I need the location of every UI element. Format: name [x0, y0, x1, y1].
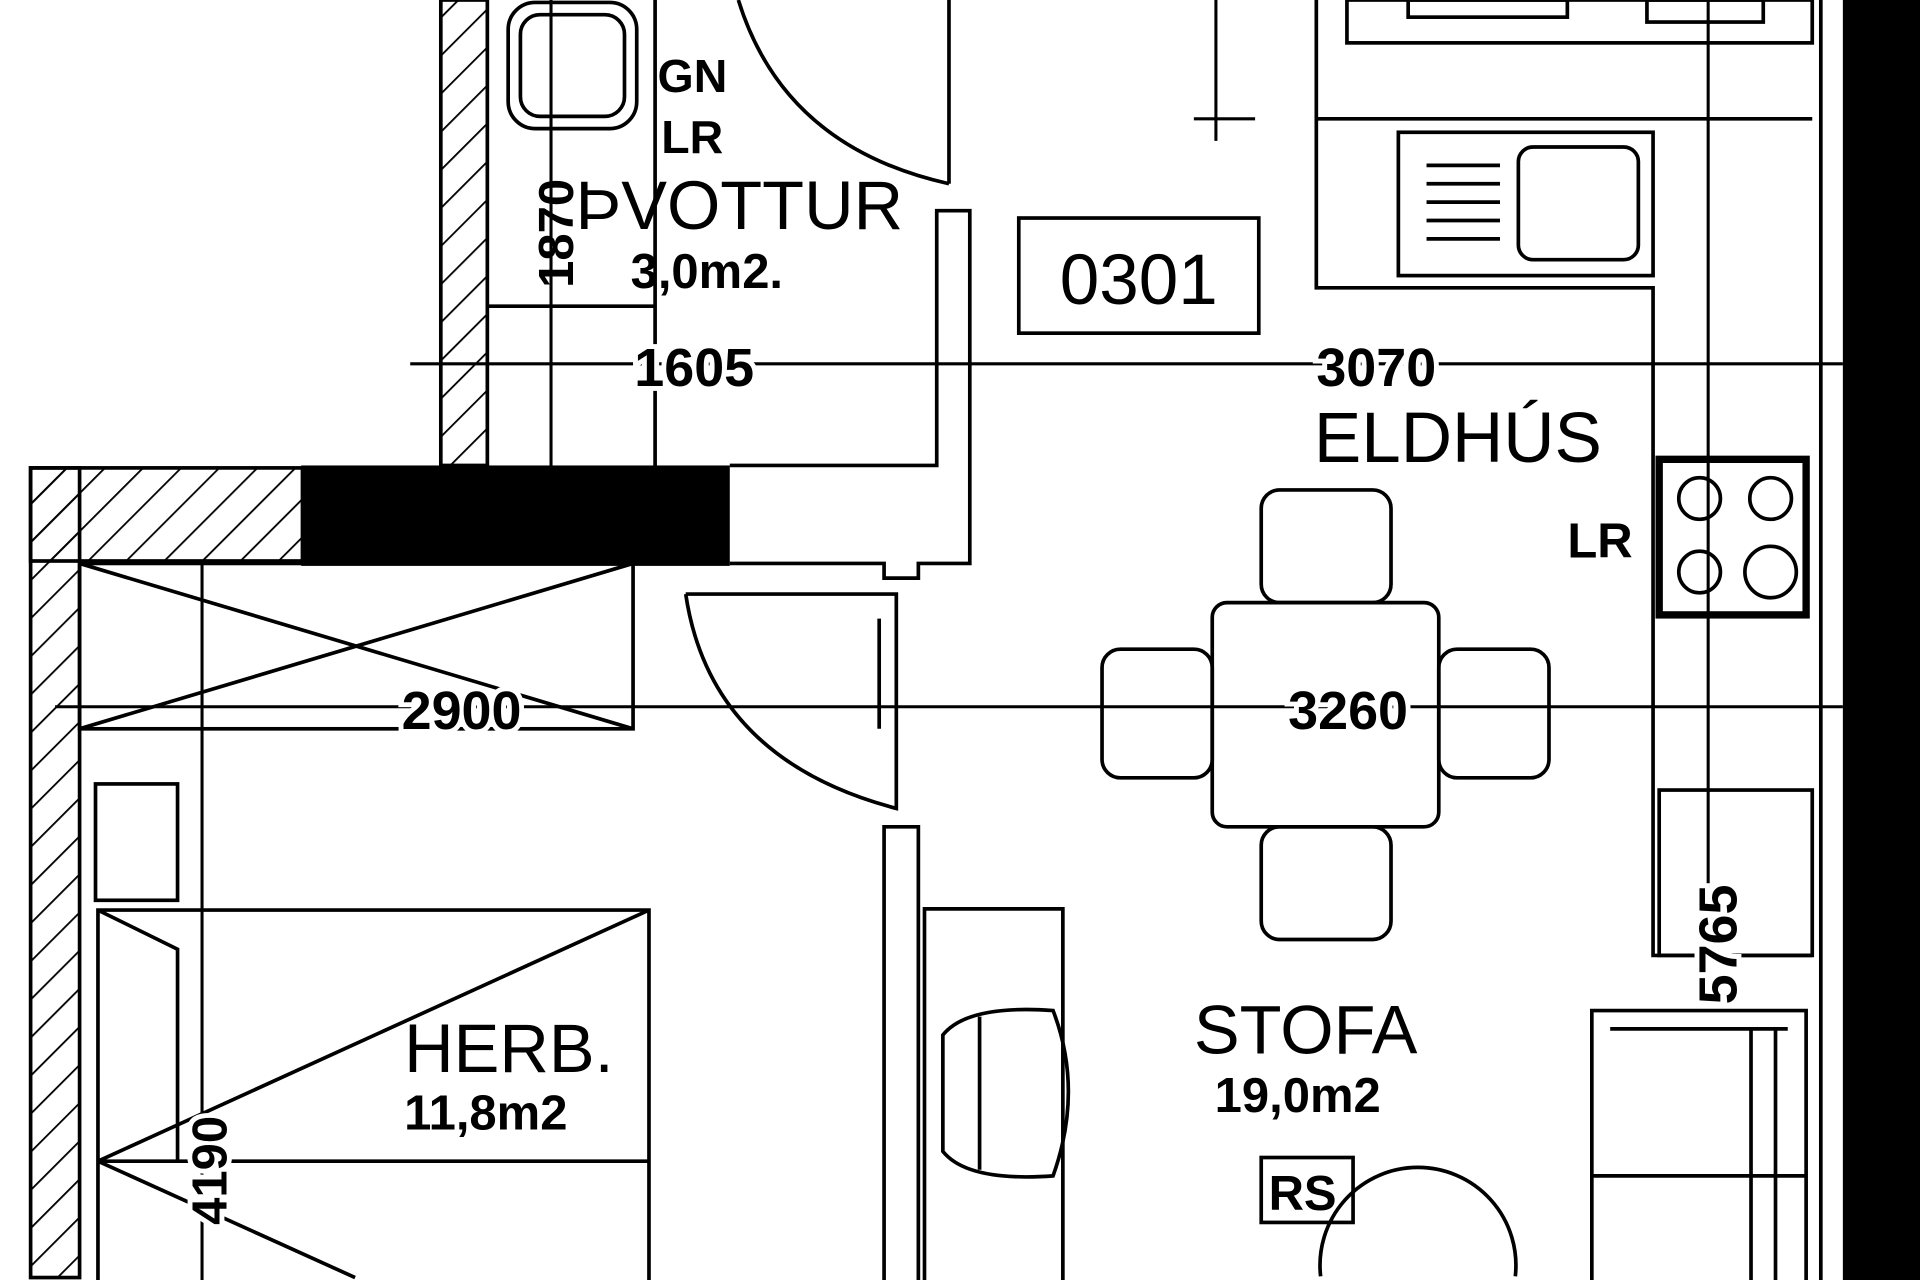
dim-5765: 5765	[1688, 885, 1748, 1005]
living-area: 19,0m2	[1215, 1069, 1381, 1123]
door-arc-laundry	[736, 0, 950, 186]
dim-1870: 1870	[530, 179, 584, 288]
bedroom-name: HERB.	[404, 1010, 614, 1087]
dim-3070: 3070	[1316, 338, 1436, 398]
door-arc-bedroom	[683, 592, 899, 811]
dim-2900: 2900	[402, 681, 522, 741]
exterior-wall-right	[1842, 0, 1920, 1280]
kitchen-name: ELDHÚS	[1314, 399, 1602, 478]
hatched-wall-laundry	[438, 0, 490, 468]
dim-1605: 1605	[634, 338, 754, 398]
living-name: STOFA	[1194, 991, 1418, 1068]
laundry-tag-lr: LR	[661, 111, 723, 163]
kitchen-sink	[1396, 130, 1655, 278]
apartment-number-box	[1016, 216, 1261, 336]
armchair	[922, 907, 1065, 1280]
laundry-tag-gn: GN	[658, 50, 728, 102]
dim-3260: 3260	[1288, 681, 1408, 741]
laundry-area: 3,0m2.	[631, 245, 783, 299]
bedroom-area: 11,8m2	[404, 1086, 567, 1140]
apartment-number: 0301	[1060, 241, 1218, 320]
solid-wall	[301, 465, 730, 566]
bed	[96, 908, 651, 1280]
laundry-sink	[506, 0, 639, 131]
wardrobe	[77, 561, 635, 731]
stove	[1655, 455, 1810, 619]
round-table	[1318, 1165, 1518, 1277]
laundry-name: ÞVOTTUR	[576, 167, 904, 244]
sofa	[1590, 1008, 1808, 1280]
dimension-lines	[55, 0, 1843, 1280]
walls	[28, 0, 1920, 1280]
dim-4190: 4190	[184, 1116, 238, 1225]
hatched-wall-top	[28, 466, 305, 563]
kitchen-tag-lr: LR	[1567, 514, 1632, 568]
living-tag-rs: RS	[1269, 1167, 1337, 1221]
hatched-wall-left	[28, 466, 82, 1280]
rs-box	[1259, 1155, 1355, 1225]
